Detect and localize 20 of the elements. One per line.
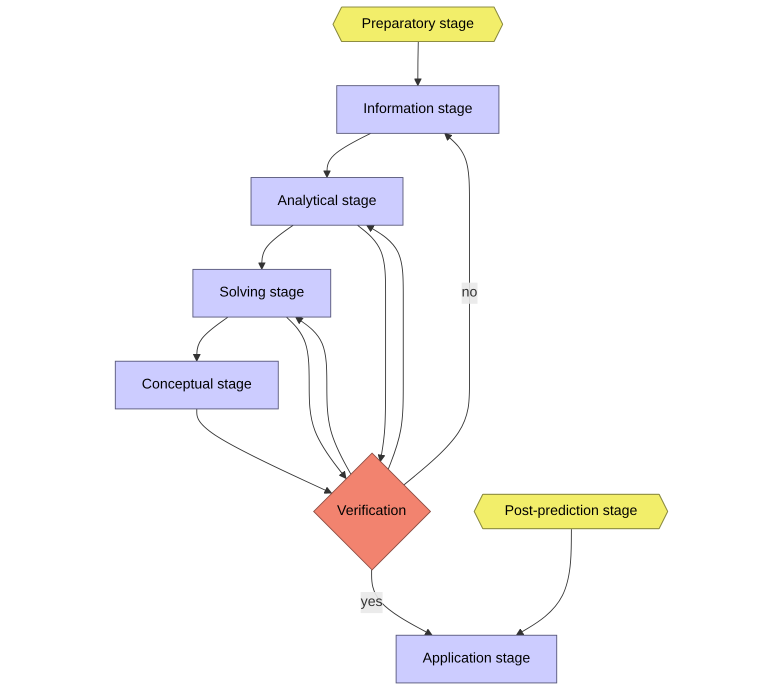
node-box: Conceptual stage	[114, 360, 279, 410]
arrow	[295, 316, 352, 474]
node-diamond: Verification	[313, 452, 432, 571]
edge-label: no	[462, 285, 478, 300]
node-box: Information stage	[336, 85, 500, 134]
arrow	[403, 133, 470, 486]
node-box: Analytical stage	[250, 177, 404, 226]
arrow	[286, 316, 346, 479]
node-box: Application stage	[396, 634, 558, 684]
arrow	[414, 42, 422, 86]
arrow	[258, 224, 294, 270]
arrow	[516, 528, 572, 636]
arrow	[196, 408, 332, 494]
arrow	[192, 316, 228, 362]
arrow	[366, 224, 404, 470]
arrow	[371, 569, 433, 636]
node-box: Solving stage	[192, 268, 332, 318]
arrow	[323, 132, 372, 178]
arrow	[356, 224, 386, 462]
edge-label: yes	[360, 594, 383, 610]
